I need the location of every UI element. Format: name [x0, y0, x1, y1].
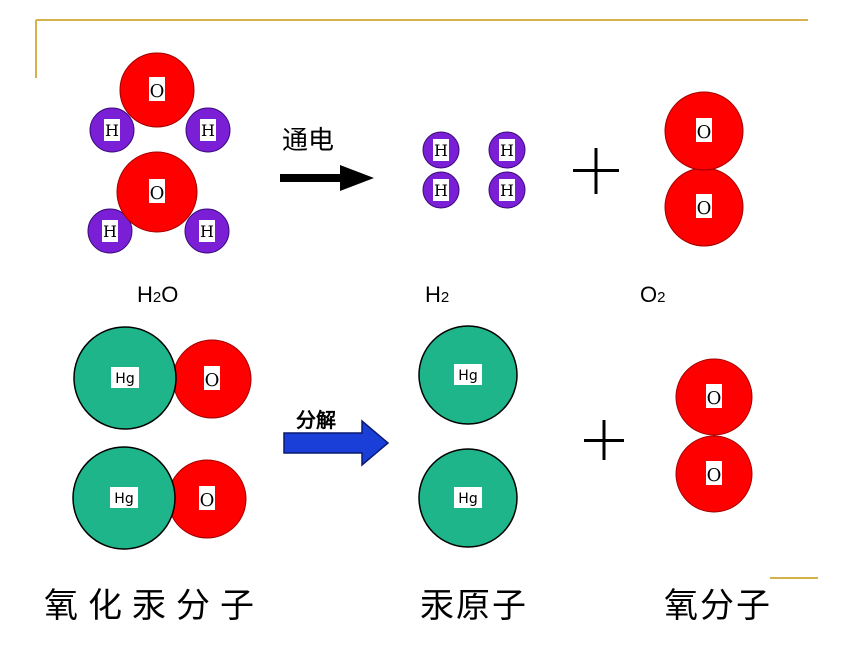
mercury-atom-label: Hg — [458, 491, 477, 507]
arrow-right-icon — [280, 165, 374, 191]
plus-icon — [584, 420, 624, 460]
oxygen-atom: O — [664, 167, 744, 247]
oxygen-atom: O — [167, 459, 247, 539]
mercury-atom: Hg — [418, 448, 518, 548]
oxygen-atom-label: O — [707, 465, 722, 486]
mercury-oxide-molecule-1: O Hg — [73, 326, 252, 430]
label-oxygen-molecule: 氧分子 — [664, 586, 772, 626]
oxygen-atom-label: O — [200, 490, 215, 511]
oxygen-atom-label: O — [150, 81, 165, 102]
hydrogen-atom-label: H — [500, 181, 514, 200]
hydrogen-molecule-1: H H — [422, 131, 460, 209]
oxygen-atom-label: O — [697, 198, 712, 219]
formula-h2: H2 — [425, 282, 449, 308]
formula-h2o-sub: 2 — [152, 289, 162, 306]
hydrogen-atom-label: H — [434, 141, 448, 160]
oxygen-atom: O — [119, 52, 195, 128]
arrow-right-icon — [283, 419, 390, 467]
label-mercury-atom: 汞原子 — [420, 586, 528, 626]
formula-h2o-tail: O — [161, 282, 179, 307]
arrow-label-decomposition: 分解 — [296, 408, 336, 432]
water-molecule-2: H H O — [87, 151, 230, 254]
hydrogen-atom-label: H — [103, 222, 117, 241]
plus-icon — [573, 148, 619, 194]
mercury-atom-label: Hg — [114, 491, 133, 507]
mercury-atom: Hg — [72, 446, 176, 550]
formula-o2: O2 — [640, 282, 665, 308]
oxygen-atom-label: O — [205, 370, 220, 391]
hydrogen-atom: H — [488, 171, 526, 209]
hydrogen-atom-label: H — [500, 141, 514, 160]
hydrogen-atom-label: H — [105, 121, 119, 140]
formula-h2-main: H — [425, 282, 441, 307]
oxygen-atom-label: O — [697, 122, 712, 143]
oxygen-atom-label: O — [707, 388, 722, 409]
water-molecule-1: H H O — [89, 52, 231, 153]
formula-h2-sub: 2 — [440, 289, 450, 306]
oxygen-molecule-1: O O — [664, 91, 744, 247]
hydrogen-atom: H — [422, 171, 460, 209]
arrow-label-electrolysis: 通电 — [282, 126, 335, 156]
hydrogen-atom: H — [488, 131, 526, 169]
mercury-atom-label: Hg — [458, 368, 477, 384]
hydrogen-molecule-2: H H — [488, 131, 526, 209]
label-mercury-oxide-molecule: 氧化汞分子 — [44, 586, 264, 626]
hydrogen-atom-label: H — [200, 222, 214, 241]
oxygen-atom: O — [664, 91, 744, 171]
mercury-atom: Hg — [73, 326, 177, 430]
formula-h2o-main: H — [137, 282, 153, 307]
oxygen-atom: O — [675, 358, 753, 436]
formula-o2-main: O — [640, 282, 658, 307]
oxygen-atom: O — [116, 151, 198, 233]
oxygen-atom: O — [172, 339, 252, 419]
formula-o2-sub: 2 — [657, 289, 666, 306]
hydrogen-atom: H — [185, 107, 231, 153]
hydrogen-atom-label: H — [434, 181, 448, 200]
hydrogen-atom: H — [89, 107, 135, 153]
oxygen-atom-label: O — [150, 183, 165, 204]
mercury-oxide-molecule-2: O Hg — [72, 446, 247, 550]
oxygen-atom: O — [675, 435, 753, 513]
hydrogen-atom: H — [184, 208, 230, 254]
hydrogen-atom: H — [87, 208, 133, 254]
mercury-atom-label: Hg — [115, 371, 134, 387]
oxygen-molecule-2: O O — [675, 358, 753, 513]
hydrogen-atom: H — [422, 131, 460, 169]
hydrogen-atom-label: H — [201, 121, 215, 140]
mercury-atom: Hg — [418, 325, 518, 425]
formula-h2o: H2O — [137, 282, 178, 308]
